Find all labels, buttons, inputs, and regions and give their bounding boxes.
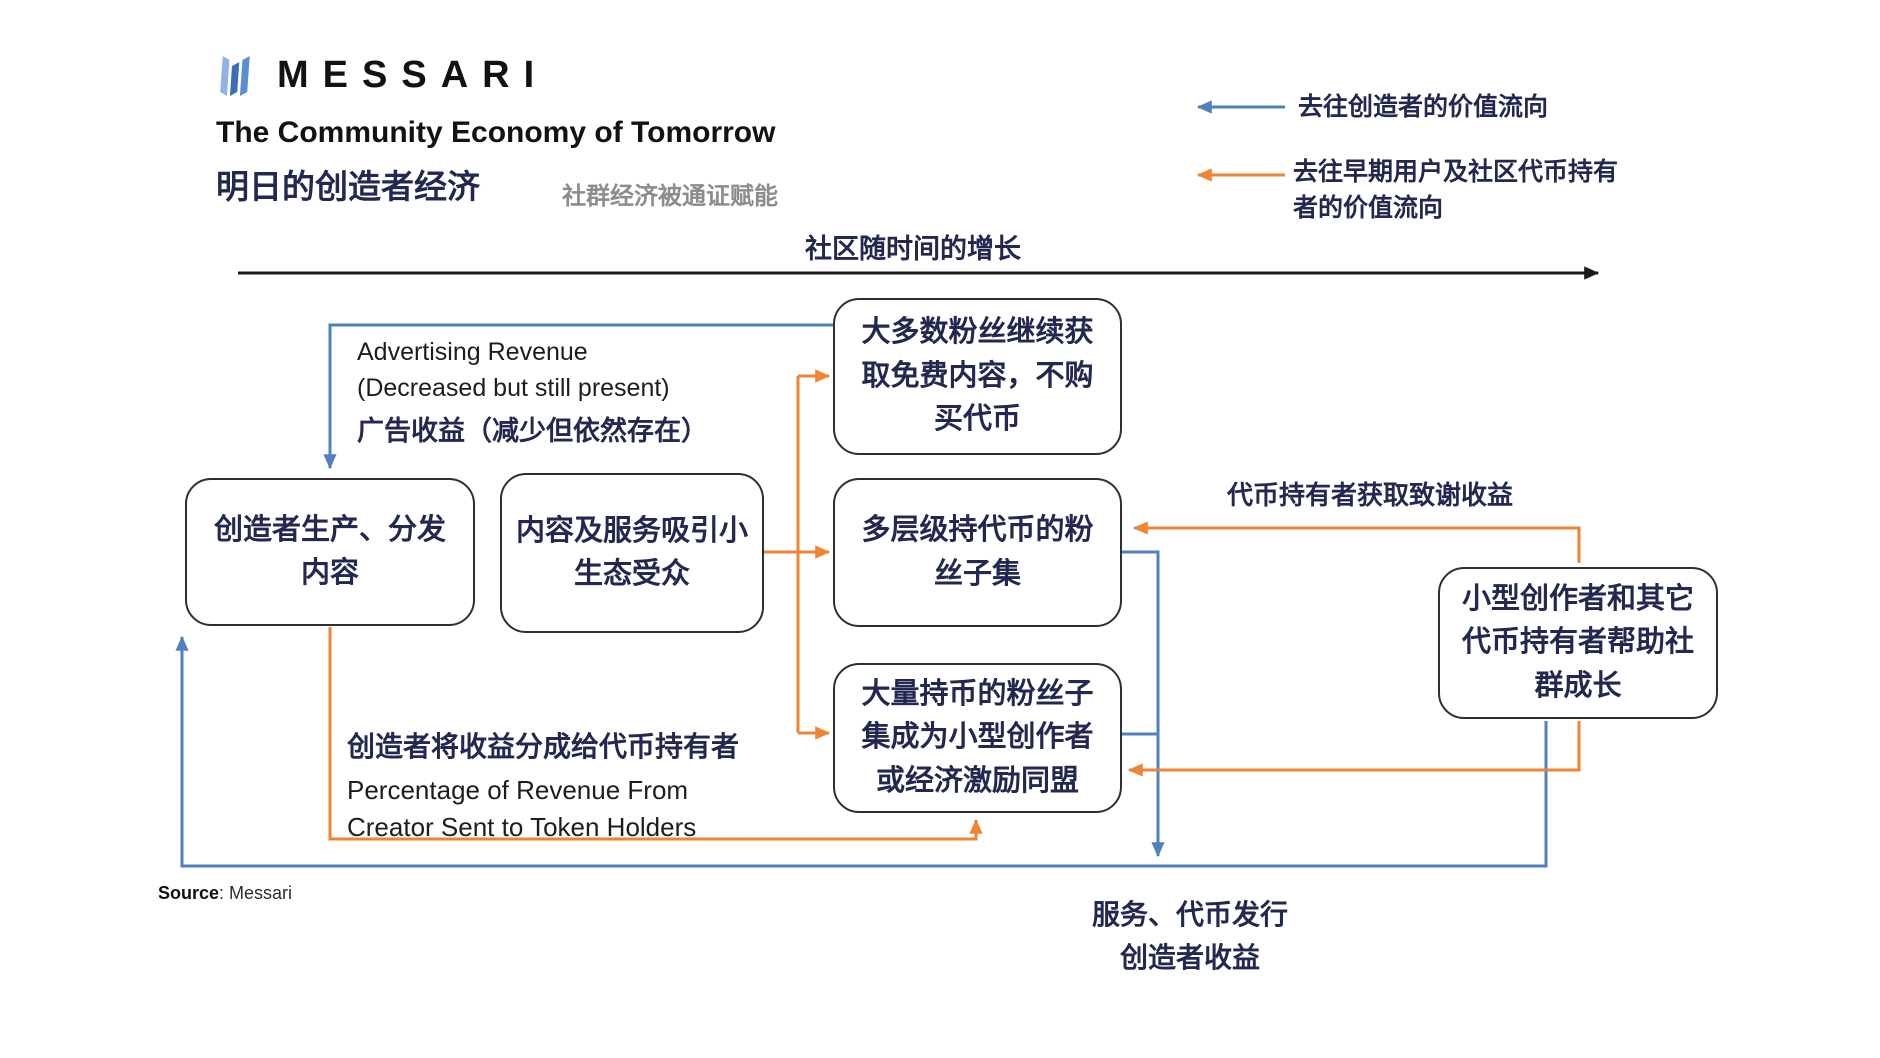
source-line: Source: Messari (158, 883, 292, 904)
services-revenue-annotation: 服务、代币发行 创造者收益 (1091, 899, 1288, 974)
node-content-services: 内容及服务吸引小 生态受众 (500, 473, 764, 633)
flow-revenue-share-to-holders (328, 627, 983, 841)
subtitle-chinese: 社群经济被通证赋能 (562, 183, 778, 210)
flow-services-revenue-to-creator (175, 635, 1548, 868)
title-english: The Community Economy of Tomorrow (216, 116, 776, 149)
node-tiered-fans: 多层级持代币的粉 丝子集 (833, 478, 1122, 627)
node-large-holders: 大量持币的粉丝子 集成为小型创作者 或经济激励同盟 (833, 663, 1122, 813)
revenue-share-en2: Creator Sent to Token Holders (347, 811, 697, 842)
flow-ad-revenue-to-creator (323, 323, 833, 470)
ad-revenue-annotation: Advertising Revenue (Decreased but still… (357, 335, 708, 451)
ad-revenue-line2: (Decreased but still present) (357, 373, 670, 402)
revenue-share-chinese: 创造者将收益分成给代币持有者 (347, 731, 740, 762)
messari-logo-icon (220, 56, 250, 96)
flow-tiered-fans-revenue-down (1122, 550, 1165, 858)
growth-axis-label: 社区随时间的增长 (805, 234, 1021, 264)
ad-revenue-line1: Advertising Revenue (357, 338, 588, 366)
node-creator: 创造者生产、分发 内容 (185, 478, 475, 626)
flow-help-to-large-holders (1127, 721, 1581, 777)
gratitude-annotation: 代币持有者获取致谢收益 (1226, 480, 1513, 510)
node-free-fans: 大多数粉丝继续获 取免费内容，不购 买代币 (833, 298, 1122, 455)
legend-to-creator-label: 去往创造者的价值流向 (1298, 93, 1549, 121)
revenue-share-en1: Percentage of Revenue From (347, 774, 689, 805)
legend-to-holders-label: 去往早期用户及社区代币持有 者的价值流向 (1293, 158, 1619, 222)
node-small-creators: 小型创作者和其它 代币持有者帮助社 群成长 (1438, 567, 1718, 719)
title-chinese: 明日的创造者经济 (216, 168, 480, 205)
revenue-share-annotation: 创造者将收益分成给代币持有者 Percentage of Revenue Fro… (347, 727, 739, 845)
flow-gratitude-to-tiered-fans (1132, 521, 1581, 563)
source-label: Source (158, 883, 220, 903)
source-value: : Messari (219, 883, 293, 903)
ad-revenue-chinese: 广告收益（减少但依然存在） (357, 416, 708, 446)
messari-logo: MESSARI (215, 52, 548, 98)
messari-logo-text: MESSARI (277, 53, 549, 96)
